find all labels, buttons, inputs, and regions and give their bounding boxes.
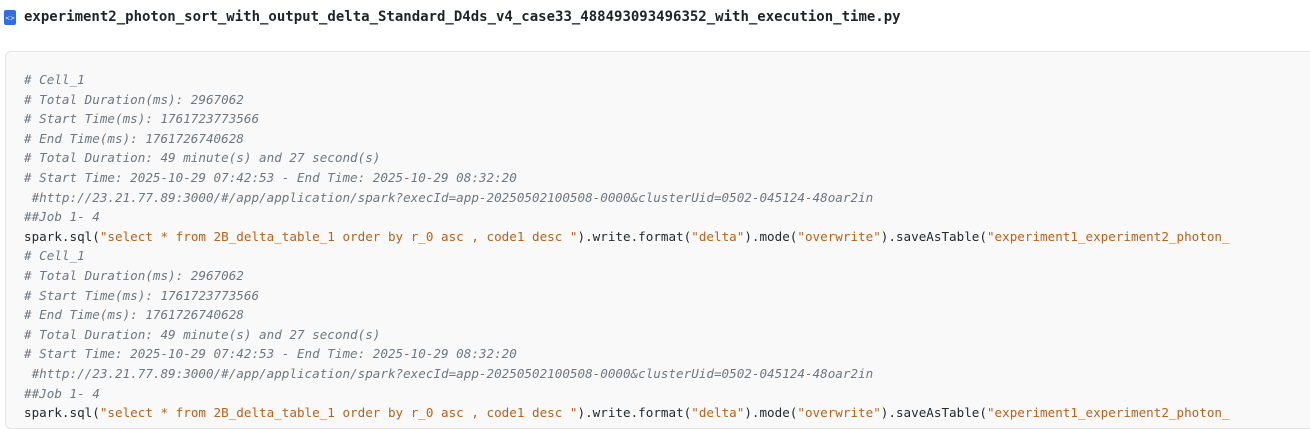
code-line: # Start Time: 2025-10-29 07:42:53 - End … — [24, 168, 1230, 188]
code-line: #http://23.21.77.89:3000/#/app/applicati… — [24, 188, 1230, 208]
code-comment: # End Time(ms): 1761726740628 — [24, 130, 244, 146]
code-content: # Cell_1 # Total Duration(ms): 2967062 # S… — [24, 70, 1230, 423]
code-string: "overwrite" — [797, 228, 881, 244]
code-string: "delta" — [691, 228, 745, 244]
code-comment: # Total Duration(ms): 2967062 — [24, 267, 244, 283]
code-line: # Total Duration(ms): 2967062 — [24, 266, 1230, 286]
code-text: ).saveAsTable( — [880, 228, 987, 244]
code-viewer[interactable]: # Cell_1 # Total Duration(ms): 2967062 # S… — [5, 51, 1310, 429]
code-line: # End Time(ms): 1761726740628 — [24, 305, 1230, 325]
code-text: spark.sql( — [24, 228, 100, 244]
code-comment: # Start Time: 2025-10-29 07:42:53 - End … — [24, 346, 517, 362]
code-text: ).write.format( — [577, 405, 692, 421]
code-line: # Cell_1 — [24, 70, 1230, 90]
code-string: "delta" — [691, 405, 745, 421]
code-comment: # Total Duration(ms): 2967062 — [24, 91, 244, 107]
python-file-icon — [4, 9, 16, 25]
code-text: ).saveAsTable( — [880, 405, 987, 421]
code-string: "select * from 2B_delta_table_1 order by… — [99, 405, 578, 421]
code-string: "select * from 2B_delta_table_1 order by… — [99, 228, 578, 244]
code-line: # Start Time(ms): 1761723773566 — [24, 109, 1230, 129]
code-comment: ##Job 1- 4 — [24, 209, 100, 225]
code-line: spark.sql("select * from 2B_delta_table_… — [24, 403, 1230, 423]
code-comment: ##Job 1- 4 — [24, 385, 100, 401]
code-line: # Total Duration(ms): 2967062 — [24, 90, 1230, 110]
file-header: experiment2_photon_sort_with_output_delt… — [4, 9, 901, 25]
code-comment: #http://23.21.77.89:3000/#/app/applicati… — [24, 189, 874, 205]
code-comment: # Total Duration: 49 minute(s) and 27 se… — [24, 150, 381, 166]
code-line: # End Time(ms): 1761726740628 — [24, 129, 1230, 149]
code-comment: # Start Time(ms): 1761723773566 — [24, 111, 260, 127]
code-comment: #http://23.21.77.89:3000/#/app/applicati… — [24, 365, 874, 381]
code-line: spark.sql("select * from 2B_delta_table_… — [24, 227, 1230, 247]
code-comment: # Start Time: 2025-10-29 07:42:53 - End … — [24, 169, 517, 185]
code-text: spark.sql( — [24, 405, 100, 421]
code-comment: # Start Time(ms): 1761723773566 — [24, 287, 260, 303]
code-line: ##Job 1- 4 — [24, 384, 1230, 404]
code-text: ).write.format( — [577, 228, 692, 244]
code-line: # Start Time(ms): 1761723773566 — [24, 286, 1230, 306]
code-line: # Start Time: 2025-10-29 07:42:53 - End … — [24, 344, 1230, 364]
code-comment: # Cell_1 — [24, 248, 85, 264]
file-name: experiment2_photon_sort_with_output_delt… — [24, 9, 901, 25]
code-line: ##Job 1- 4 — [24, 207, 1230, 227]
code-comment: # End Time(ms): 1761726740628 — [24, 307, 244, 323]
code-string: "experiment1_experiment2_photon_ — [986, 405, 1230, 421]
code-text: ).mode( — [744, 228, 798, 244]
code-comment: # Cell_1 — [24, 72, 85, 87]
code-line: #http://23.21.77.89:3000/#/app/applicati… — [24, 364, 1230, 384]
code-line: # Total Duration: 49 minute(s) and 27 se… — [24, 325, 1230, 345]
code-string: "overwrite" — [797, 405, 881, 421]
code-comment: # Total Duration: 49 minute(s) and 27 se… — [24, 326, 381, 342]
code-line: # Cell_1 — [24, 246, 1230, 266]
code-string: "experiment1_experiment2_photon_ — [986, 228, 1230, 244]
code-text: ).mode( — [744, 405, 798, 421]
code-line: # Total Duration: 49 minute(s) and 27 se… — [24, 148, 1230, 168]
